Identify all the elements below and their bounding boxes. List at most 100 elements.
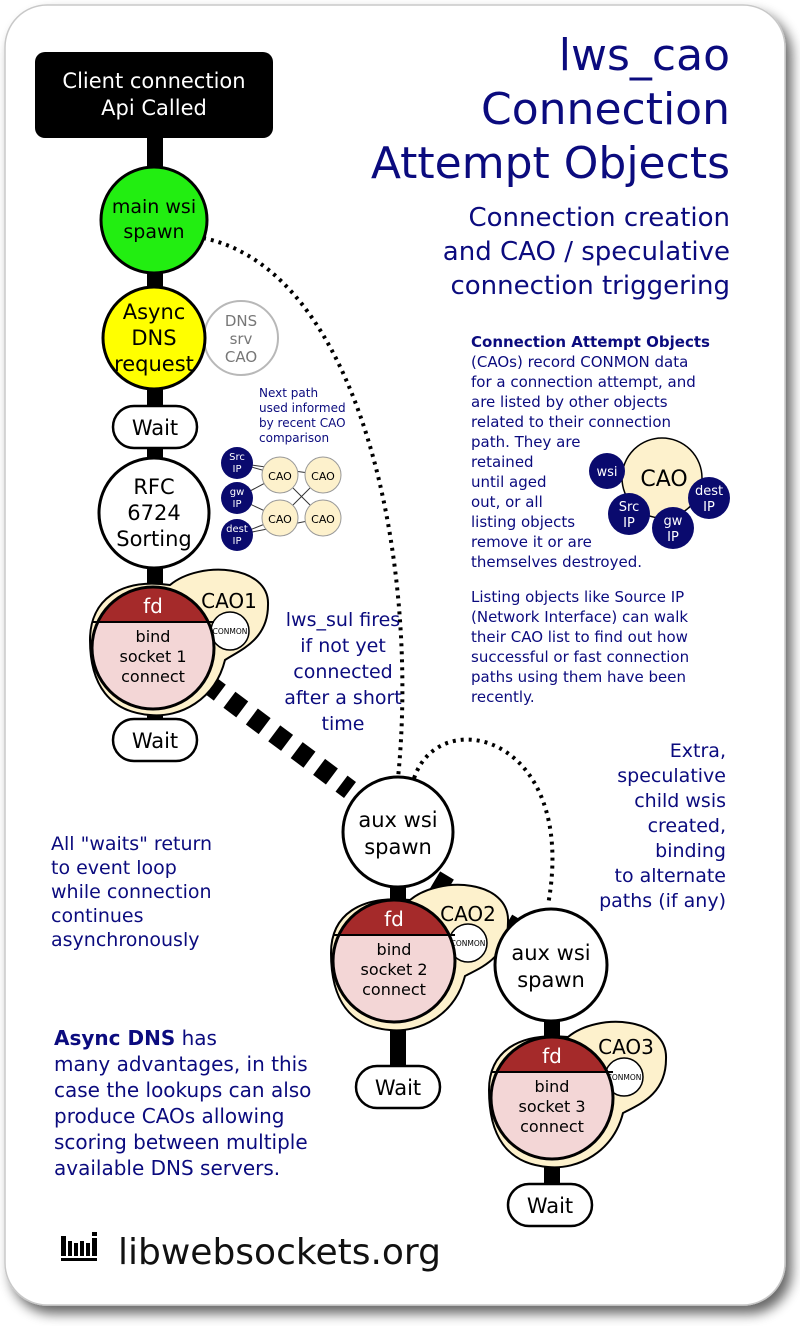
cluster-src-ip: Src IP	[608, 493, 650, 535]
svg-text:gw: gw	[664, 514, 683, 529]
sul-line-4: after a short	[284, 687, 402, 709]
next-path-line-2: used informed	[259, 401, 346, 415]
listing-l1: Listing objects like Source IP	[471, 588, 684, 606]
cao-desc-l11: themselves destroyed.	[471, 553, 642, 571]
sul-line-2: if not yet	[300, 635, 386, 657]
socket3-line-3: connect	[520, 1117, 584, 1136]
extra-l4: created,	[648, 815, 726, 837]
title-block: lws_cao Connection Attempt Objects Conne…	[371, 30, 730, 301]
cao-cluster: CAO wsi dest IP Src IP gw IP	[589, 437, 730, 549]
async-dns-note-l3: case the lookups can also	[54, 1078, 311, 1102]
svg-text:CAO: CAO	[311, 470, 335, 483]
async-dns-note: Async DNS has many advantages, in this c…	[54, 1026, 311, 1180]
waits-l4: continues	[51, 905, 144, 927]
mini-cao-3: CAO	[261, 499, 299, 537]
cluster-wsi: wsi	[589, 453, 625, 489]
svg-text:CAO: CAO	[311, 513, 335, 526]
async-dns-note-l1: Async DNS has	[54, 1026, 217, 1050]
rfc-line-3: Sorting	[116, 527, 192, 551]
main-wsi-line-1: main wsi	[112, 196, 196, 218]
extra-l3: child wsis	[634, 790, 726, 812]
svg-text:IP: IP	[233, 499, 242, 510]
svg-text:wsi: wsi	[596, 465, 617, 480]
aux-wsi-spawn-node-1: aux wsi spawn	[341, 775, 455, 889]
async-dns-line-3: request	[114, 352, 194, 376]
cao-big-label: CAO	[640, 467, 687, 492]
waits-note: All "waits" return to event loop while c…	[51, 833, 212, 951]
title-line-2: Connection	[481, 84, 730, 135]
cao-desc-l3: are listed by other objects	[471, 393, 668, 411]
cao-desc-l9: listing objects	[471, 513, 575, 531]
svg-text:IP: IP	[703, 500, 715, 515]
listing-l6: recently.	[471, 688, 535, 706]
wait-pill-4: Wait	[506, 1182, 594, 1228]
cao3-label: CAO3	[598, 1035, 654, 1059]
listing-l5: paths using them have been	[471, 668, 686, 686]
svg-text:Src: Src	[619, 500, 639, 515]
socket1-line-2: socket 1	[120, 647, 187, 666]
cao-desc-l6: retained	[471, 453, 534, 471]
sul-line-5: time	[322, 713, 365, 735]
async-dns-line-1: Async	[123, 300, 186, 324]
async-dns-note-l4: produce CAOs allowing	[54, 1104, 284, 1128]
waits-l3: while connection	[51, 881, 212, 903]
mini-cao-4: CAO	[304, 499, 342, 537]
extra-note: Extra, speculative child wsis created, b…	[599, 740, 726, 912]
next-path-note: Next path used informed by recent CAO co…	[259, 386, 346, 445]
subtitle-line-3: connection triggering	[450, 271, 730, 301]
socket1-line-1: bind	[136, 627, 171, 646]
fd-label-2: fd	[384, 907, 404, 931]
rfc-line-1: RFC	[133, 475, 174, 499]
svg-text:dest: dest	[226, 524, 248, 535]
cao3-socket-cluster: CONMON CAO3 fd bind socket 3 connect	[487, 1020, 668, 1169]
footer: libwebsockets.org	[61, 1232, 441, 1273]
cluster-dest-ip: dest IP	[688, 477, 730, 519]
extra-l1: Extra,	[670, 740, 726, 762]
rfc-sorting-node: RFC 6724 Sorting	[97, 456, 211, 570]
cao-desc-l4: related to their connection	[471, 413, 671, 431]
mini-src-ip: Src IP	[221, 447, 253, 479]
cao-desc-l5: path. They are	[471, 433, 580, 451]
wait-pill-1: Wait	[111, 404, 199, 450]
socket2-line-3: connect	[362, 980, 426, 999]
waits-l1: All "waits" return	[51, 833, 212, 855]
aux2-line-2: spawn	[517, 968, 585, 992]
socket3-line-1: bind	[535, 1077, 570, 1096]
conmon-label-2: CONMON	[451, 939, 486, 948]
subtitle-line-1: Connection creation	[468, 203, 730, 233]
socket2-line-1: bind	[377, 940, 412, 959]
cluster-gw-ip: gw IP	[652, 507, 694, 549]
next-path-line-4: comparison	[259, 431, 329, 445]
client-box-line-1: Client connection	[62, 69, 245, 93]
sul-line-1: lws_sul fires	[286, 609, 400, 631]
cao-description: Connection Attempt Objects (CAOs) record…	[471, 333, 710, 571]
async-dns-node: DNS srv CAO Async DNS request	[101, 285, 279, 391]
aux1-line-2: spawn	[364, 835, 432, 859]
socket3-line-2: socket 3	[519, 1097, 586, 1116]
svg-text:IP: IP	[233, 464, 242, 475]
svg-text:dest: dest	[695, 484, 723, 499]
waits-l2: to event loop	[51, 857, 177, 879]
mini-cao-2: CAO	[304, 456, 342, 494]
listing-description: Listing objects like Source IP (Network …	[471, 588, 689, 706]
dns-srv-line-2: srv	[230, 330, 253, 348]
async-dns-note-l6: available DNS servers.	[54, 1156, 280, 1180]
listing-l4: successful or fast connection	[471, 648, 689, 666]
cao-desc-l1: (CAOs) record CONMON data	[471, 353, 688, 371]
client-connection-box: Client connection Api Called	[35, 52, 273, 138]
extra-l7: paths (if any)	[599, 890, 726, 912]
dashed-link-socket1-to-aux	[201, 674, 356, 799]
async-dns-line-2: DNS	[131, 326, 176, 350]
async-dns-note-l5: scoring between multiple	[54, 1130, 308, 1154]
aux2-line-1: aux wsi	[511, 941, 590, 965]
mini-gw-ip: gw IP	[221, 482, 253, 514]
footer-site-text: libwebsockets.org	[118, 1232, 441, 1273]
svg-text:CAO: CAO	[268, 513, 292, 526]
sul-note: lws_sul fires if not yet connected after…	[284, 609, 402, 735]
svg-text:IP: IP	[233, 536, 242, 547]
wait-label-1: Wait	[132, 416, 178, 440]
async-dns-note-bold: Async DNS	[54, 1026, 175, 1050]
cao-desc-l7: until aged	[471, 473, 546, 491]
cao-desc-heading: Connection Attempt Objects	[471, 333, 710, 351]
